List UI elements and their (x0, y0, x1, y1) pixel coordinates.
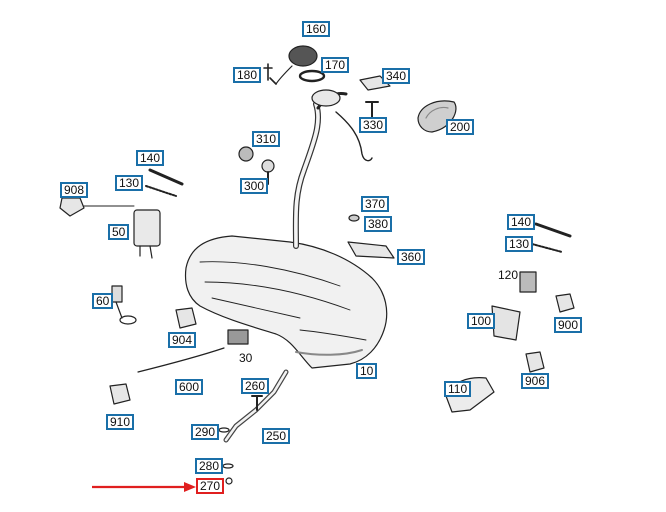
callout-910: 910 (106, 414, 135, 430)
callout-100: 100 (467, 313, 496, 329)
callout-200: 200 (446, 119, 475, 135)
callout-600: 600 (175, 379, 204, 395)
callout-360: 360 (397, 249, 426, 265)
callout-908: 908 (60, 182, 89, 198)
callout-300: 300 (240, 178, 269, 194)
callout-140-right: 140 (507, 214, 536, 230)
label-30: 30 (239, 351, 253, 365)
callout-170: 170 (321, 57, 350, 73)
callout-340: 340 (382, 68, 411, 84)
callout-140-left: 140 (136, 150, 165, 166)
callout-310: 310 (252, 131, 281, 147)
label-120: 120 (498, 268, 519, 282)
callout-290: 290 (191, 424, 220, 440)
callout-330: 330 (359, 117, 388, 133)
callout-906: 906 (521, 373, 550, 389)
callout-130-left: 130 (115, 175, 144, 191)
callout-130-right: 130 (505, 236, 534, 252)
callout-160: 160 (302, 21, 331, 37)
callout-900: 900 (554, 317, 583, 333)
callout-280: 280 (195, 458, 224, 474)
filler-neck (292, 101, 322, 249)
callout-250: 250 (262, 428, 291, 444)
highlight-arrow (92, 482, 196, 492)
callout-260: 260 (241, 378, 270, 394)
callout-60: 60 (92, 293, 114, 309)
callout-50: 50 (108, 224, 130, 240)
callout-904: 904 (168, 332, 197, 348)
callout-380: 380 (364, 216, 393, 232)
callout-10: 10 (356, 363, 378, 379)
callout-270-highlighted: 270 (196, 478, 225, 494)
callout-370: 370 (361, 196, 390, 212)
fuel-cap (288, 45, 318, 67)
callout-180: 180 (233, 67, 262, 83)
callout-110: 110 (444, 381, 472, 397)
fuel-pump-unit (133, 209, 161, 247)
